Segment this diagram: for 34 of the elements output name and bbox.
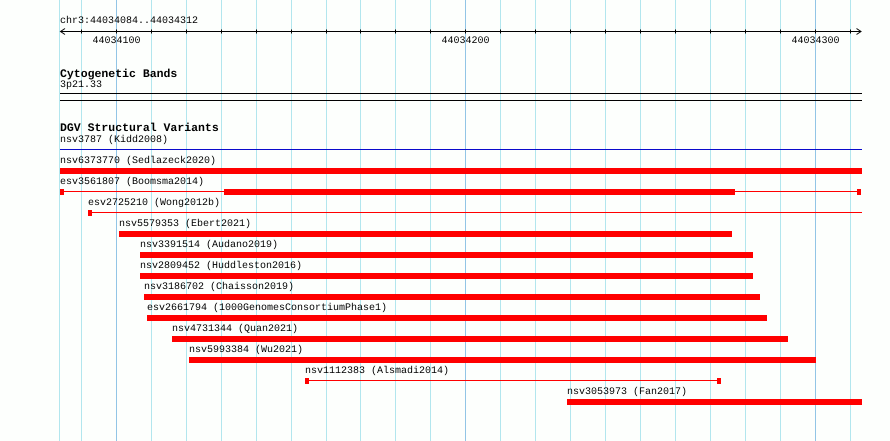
tick-label: 44034300 — [791, 36, 840, 47]
feature-label: esv2725210 (Wong2012b) — [88, 198, 220, 209]
feature-bar — [60, 189, 861, 195]
feature-bar — [147, 315, 767, 321]
feature-label: esv2661794 (1000GenomesConsortiumPhase1) — [147, 303, 388, 314]
feature-bar — [144, 294, 760, 300]
feature-bar — [140, 273, 753, 279]
feature-label: nsv2809452 (Huddleston2016) — [140, 261, 302, 272]
feature-bar — [140, 252, 753, 258]
track-title: Cytogenetic Bands — [60, 68, 178, 81]
feature-label: nsv6373770 (Sedlazeck2020) — [60, 156, 216, 167]
feature-label: nsv3787 (Kidd2008) — [60, 134, 168, 146]
feature-bar — [189, 357, 816, 363]
track-title: DGV Structural Variants — [60, 122, 219, 135]
feature-bar — [305, 378, 721, 384]
feature-bar — [119, 231, 732, 237]
tick-label: 44034200 — [441, 36, 490, 47]
feature-bar — [567, 399, 862, 405]
feature-label: nsv5993384 (Wu2021) — [189, 345, 304, 356]
feature-bar — [60, 168, 862, 174]
location-label: chr3:44034084..44034312 — [60, 16, 198, 27]
tick-label: 44034100 — [92, 36, 140, 47]
band-label: 3p21.33 — [60, 80, 102, 90]
feature-label: nsv4731344 (Quan2021) — [172, 324, 298, 335]
cytoband-bar — [60, 93, 862, 101]
feature-label: nsv5579353 (Ebert2021) — [119, 219, 252, 230]
feature-label: esv3561807 (Boomsma2014) — [60, 177, 204, 188]
feature-label: nsv3391514 (Audano2019) — [140, 240, 278, 251]
feature-label: nsv3053973 (Fan2017) — [567, 387, 688, 398]
feature-line — [60, 149, 862, 150]
feature-bar — [88, 210, 862, 216]
feature-bar — [172, 336, 788, 342]
feature-label: nsv1112383 (Alsmadi2014) — [305, 366, 450, 377]
feature-label: nsv3186702 (Chaisson2019) — [144, 282, 294, 293]
